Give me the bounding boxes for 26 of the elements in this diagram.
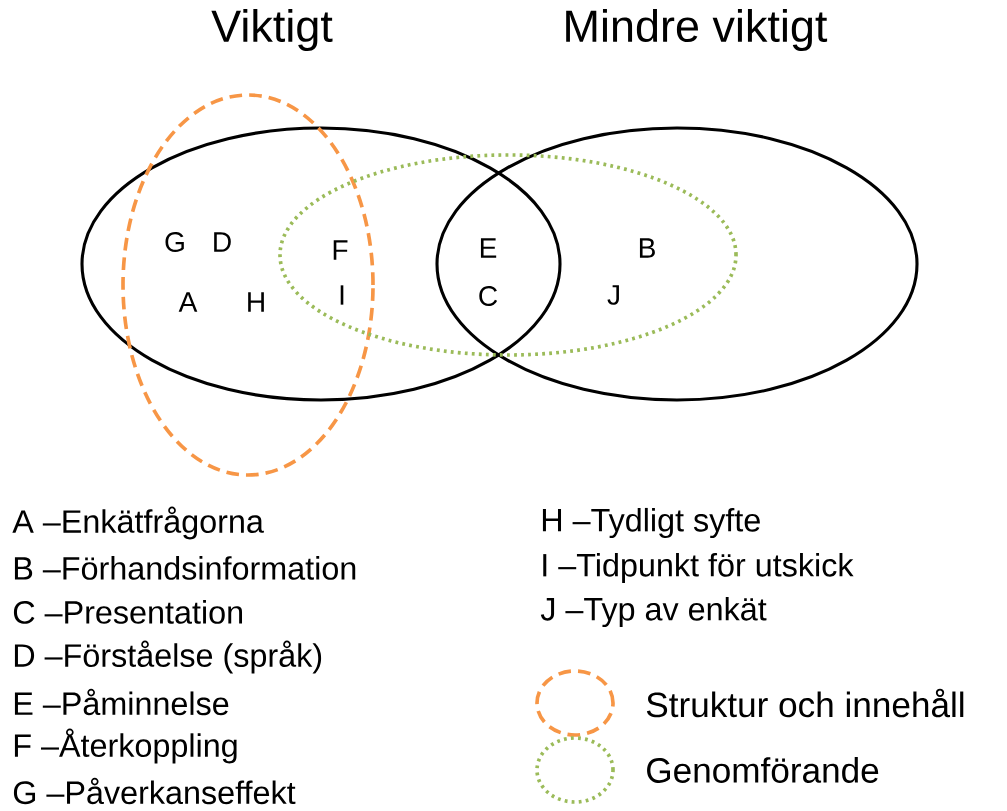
key-text: H –Tydligt syfte [542,507,760,539]
legend-text: Struktur och innehåll [646,688,964,718]
letter-label: J [607,285,619,305]
key-text: D –Förståelse (språk) [14,640,322,674]
key-text: C –Presentation [13,600,242,624]
key-text: E –Påminnelse [14,688,229,716]
letter-label: B [639,238,655,258]
letter-label: F [333,240,348,260]
key-text: I –Tidpunkt för utskick [543,552,854,584]
key-text: G –Påverkanseffekt [13,777,296,805]
key-text: B –Förhandsinformation [14,556,356,580]
letter-label: H [248,292,264,312]
letter-label: D [214,232,231,252]
ellipse [121,93,375,477]
letter-label: I [340,285,344,305]
letter-label: G [165,232,184,252]
key-text: F –Återkoppling [14,728,237,764]
node-label: Mindre viktigt [566,9,828,51]
ellipse [278,153,738,357]
key-text: J –Typ av enkät [540,596,767,628]
letter-label: A [178,292,198,312]
key-text: A –Enkätfrågorna [12,506,264,540]
letter-label: E [480,238,497,258]
legend-text: Genomförande [647,757,879,783]
letter-label: C [479,286,498,306]
node-label: Viktigt [211,9,333,51]
